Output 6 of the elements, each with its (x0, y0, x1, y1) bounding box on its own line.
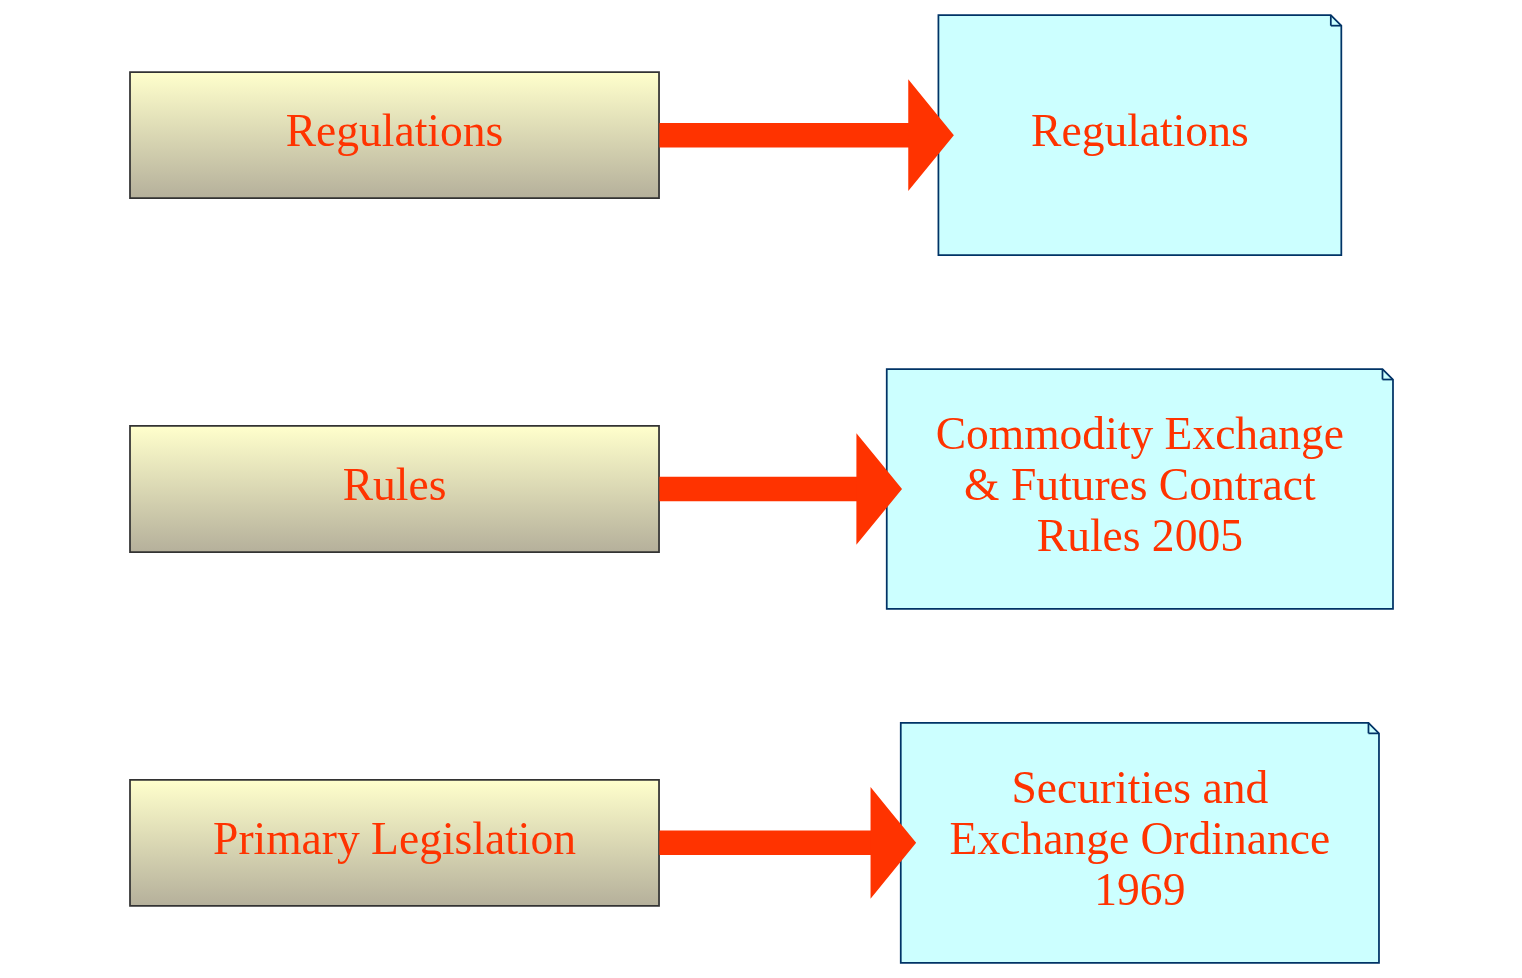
arrow (658, 79, 954, 191)
node-box: Rules (128, 425, 660, 553)
node-box: Regulations (128, 71, 660, 200)
arrow (658, 786, 916, 899)
node-box: Primary Legislation (128, 778, 660, 907)
arrow (658, 433, 902, 545)
